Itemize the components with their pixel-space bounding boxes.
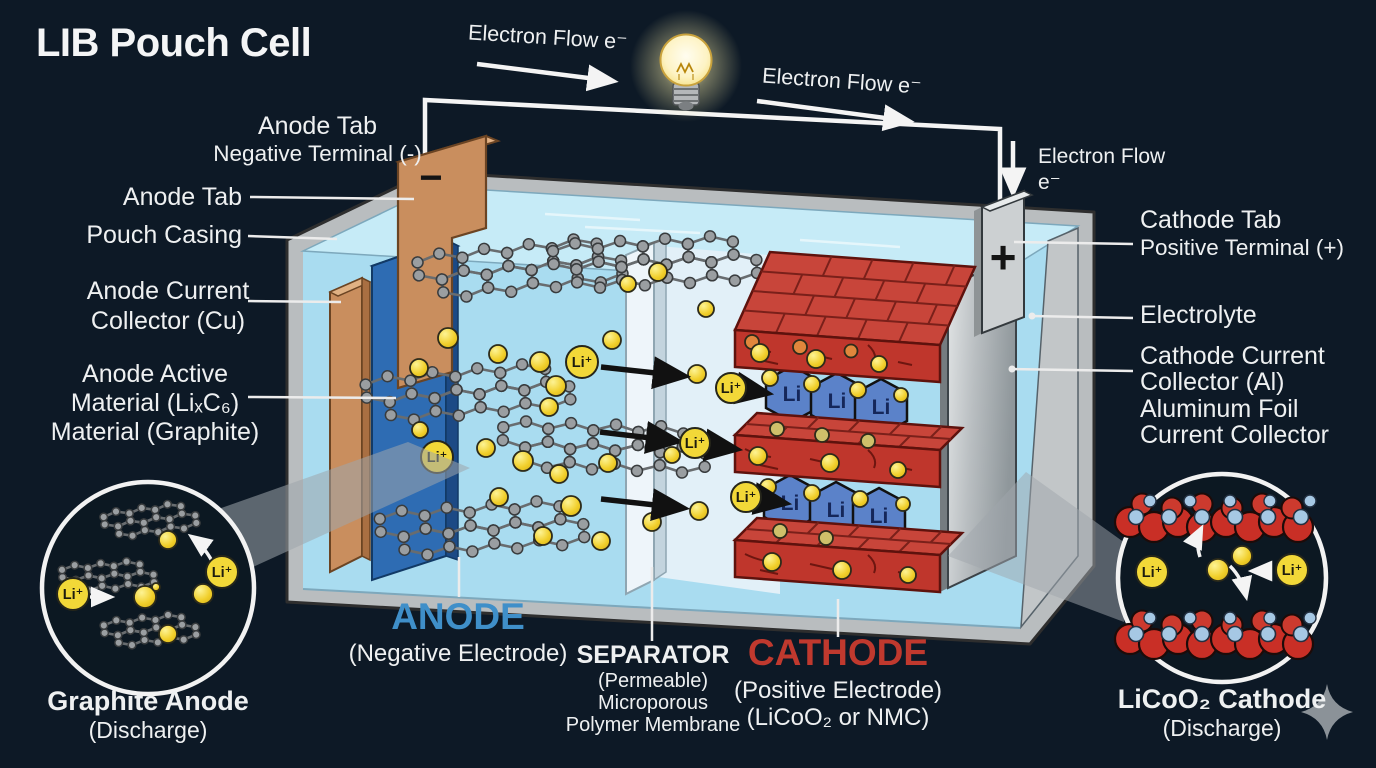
li-hex-label: Li	[827, 499, 846, 522]
left-zoom-beam	[210, 442, 470, 572]
li-hex-label: Li	[870, 505, 889, 528]
negative-terminal-sign: −	[419, 156, 442, 200]
graphite-sheets	[359, 230, 764, 561]
cathode-electrode-subtitle: (Positive Electrode)	[733, 677, 943, 704]
anode-tab: −	[395, 134, 501, 390]
separator-label: SEPARATOR (Permeable) Microporous Polyme…	[565, 641, 741, 736]
electrolyte-label: Electrolyte	[1140, 301, 1257, 329]
li-hex-label: Li	[828, 390, 847, 413]
sparkle-icon	[1301, 684, 1353, 740]
li-ion-label: Li⁺	[685, 436, 706, 452]
light-bulb-icon	[630, 10, 742, 122]
licoo2-cathode-inset: Li⁺ Li⁺	[1113, 471, 1329, 685]
anode-active-material-label: Anode Active Material (LiₓC₆) Material (…	[50, 360, 260, 446]
li-ion-label: Li⁺	[63, 587, 84, 603]
anode-electrode-title: ANODE	[391, 596, 525, 637]
li-hex-label: Li	[783, 383, 802, 406]
cathode-ions	[744, 334, 917, 584]
cathode-tab-terminal-label: Cathode Tab Positive Terminal (+)	[1140, 206, 1345, 260]
anode-tab-terminal-label: Anode Tab Negative Terminal (-)	[213, 112, 422, 166]
li-ion-label: Li⁺	[736, 490, 757, 506]
graphite-anode-inset: Li⁺ Li⁺	[39, 479, 257, 697]
anode-current-collector-label: Anode Current Collector (Cu)	[86, 277, 250, 335]
graphite-anode-caption: Graphite Anode (Discharge)	[47, 686, 249, 744]
leader-lines	[247, 195, 1134, 641]
labeled-li-ions: Li⁺ Li⁺ Li⁺ Li⁺ Li⁺	[420, 345, 762, 513]
li-ion-label: Li⁺	[572, 355, 593, 371]
anode-tab-label: Anode Tab	[122, 183, 242, 211]
li-ion-label: Li⁺	[721, 381, 742, 397]
li-hex-label: Li	[872, 396, 891, 419]
cathode-tab: +	[974, 189, 1034, 337]
li-ion-label: Li⁺	[1282, 563, 1303, 579]
li-ion-label: Li⁺	[1142, 565, 1163, 581]
cathode-electrode-title: CATHODE	[747, 632, 929, 673]
anode-electrode-subtitle: (Negative Electrode)	[348, 640, 568, 667]
licoo2-cathode-caption: LiCoO₂ Cathode (Discharge)	[1117, 684, 1327, 742]
ion-flow-arrows	[599, 356, 793, 522]
cathode-chemistry-subtitle: (LiCoO₂ or NMC)	[746, 704, 930, 731]
positive-terminal-sign: +	[990, 231, 1017, 283]
electron-flow-label-down: Electron Flow e⁻	[1038, 145, 1166, 195]
pouch-casing-label: Pouch Casing	[86, 221, 242, 249]
electron-flow-arrows	[476, 61, 1027, 199]
page-title: LIB Pouch Cell	[36, 21, 312, 65]
cathode-current-collector-label: Cathode Current Collector (Al) Aluminum …	[1140, 342, 1329, 449]
right-zoom-beam	[948, 472, 1132, 622]
li-ion-label: Li⁺	[212, 565, 233, 581]
